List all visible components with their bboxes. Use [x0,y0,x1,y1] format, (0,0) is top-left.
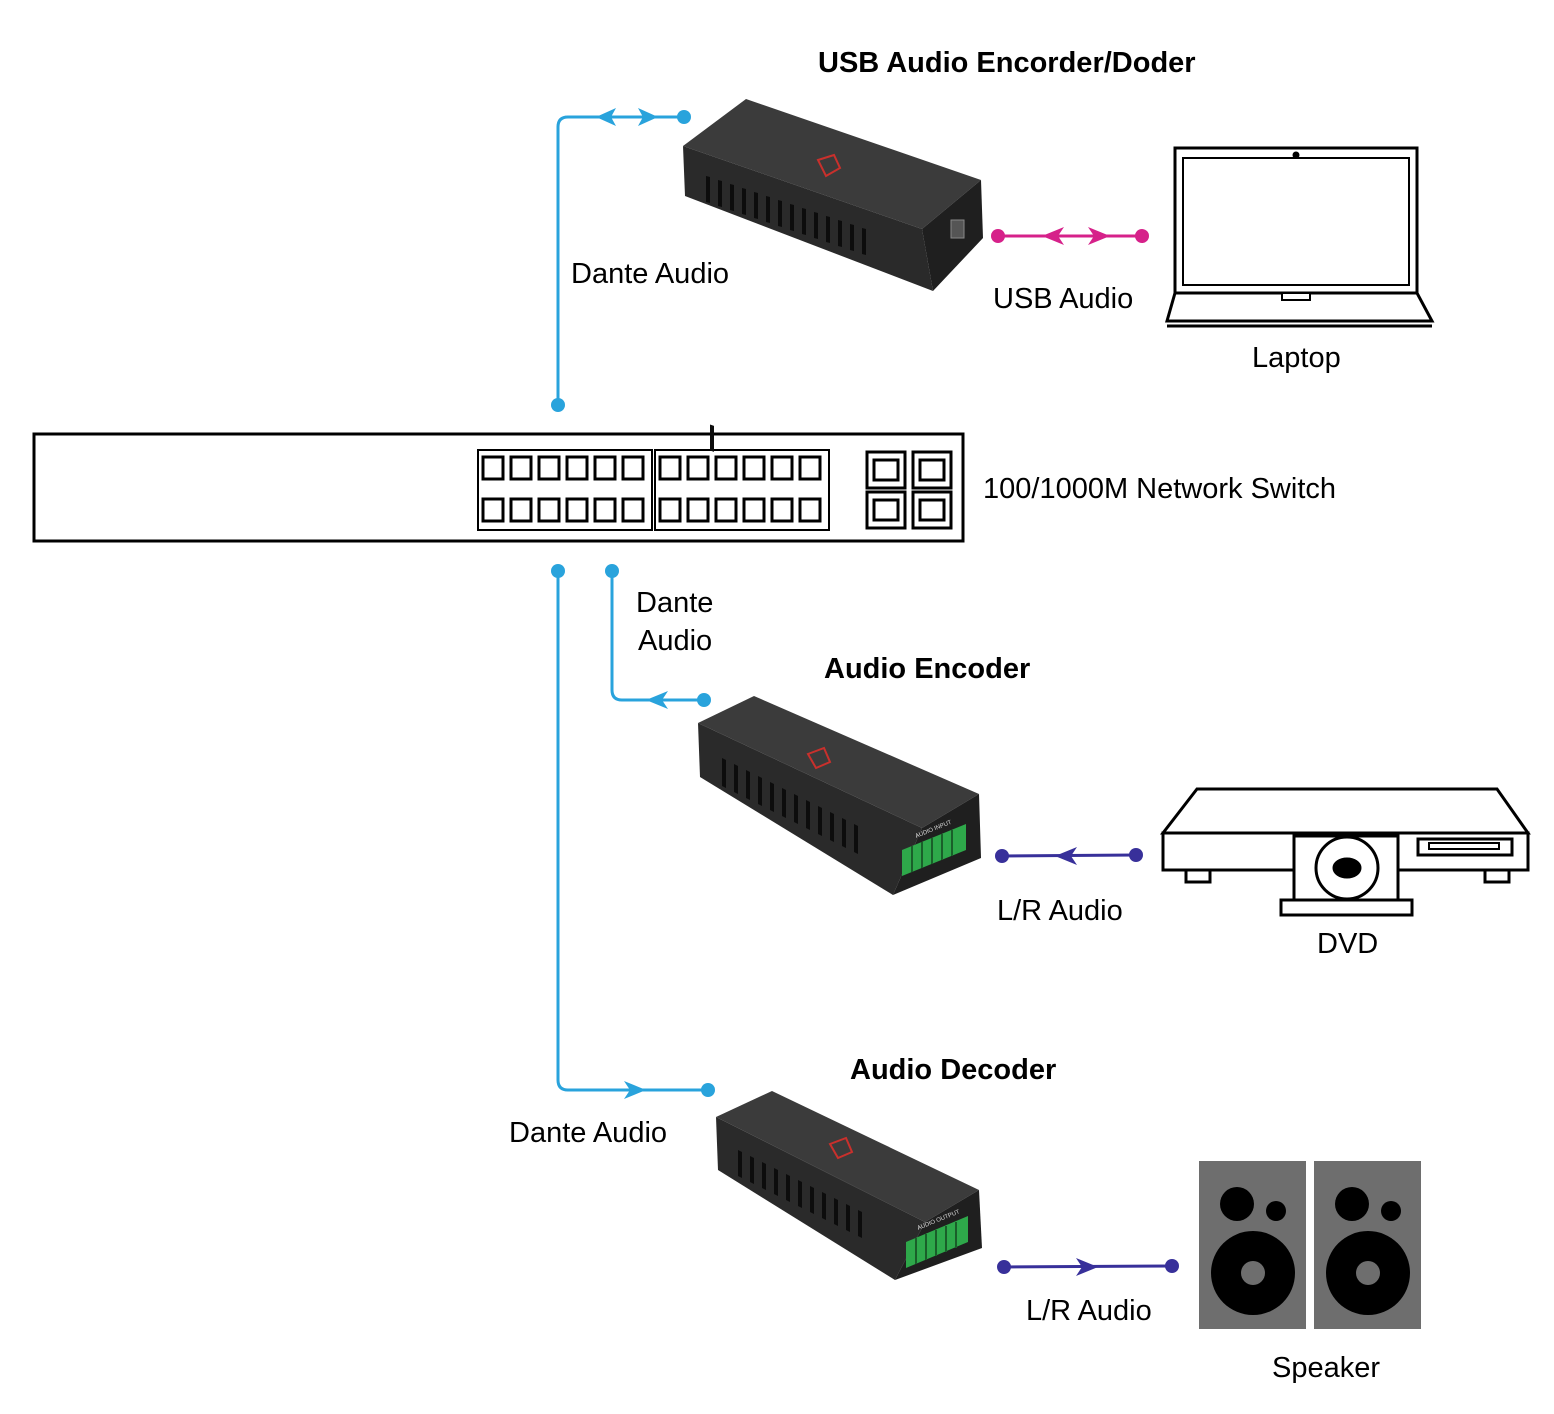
decoder-logo [828,1136,854,1160]
audio-decoder-device: AUDIO OUTPUT [716,1091,982,1280]
usb-audio-link [991,227,1149,245]
mid-dante-label-line2: Audio [638,625,713,657]
top-dante-endpoint-device [677,110,691,124]
bottom-dante-label: Dante Audio [509,1117,668,1149]
encoder-logo [806,746,832,770]
speaker-label: Speaker [1272,1352,1381,1384]
lr-out-label: L/R Audio [1026,1295,1152,1327]
laptop-icon [1165,146,1435,328]
top-dante-arrow-left [596,108,616,126]
top-dante-arrow-right [638,108,658,126]
audio-encoder-device: AUDIO INPUT [698,696,981,895]
decoder-title: Audio Decoder [850,1054,1057,1086]
switch-port-block-2 [654,449,830,531]
speaker-right-icon [1314,1161,1421,1329]
bottom-dante-link [551,564,715,1099]
usb-codec-title: USB Audio Encorder/Doder [818,47,1196,79]
usb-codec-device [683,99,983,452]
switch-sfp-ports [865,450,953,530]
encoder-terminal-block [902,824,966,876]
top-dante-endpoint-switch [551,398,565,412]
speaker-left-icon [1199,1161,1306,1329]
mid-dante-link [605,564,711,709]
laptop-label: Laptop [1252,342,1341,374]
mid-dante-label-line1: Dante [636,587,714,619]
top-dante-link [556,115,684,405]
usb-audio-label: USB Audio [993,283,1134,315]
switch-port-block-1 [477,449,653,531]
lr-audio-in-link [995,847,1143,865]
usb-codec-logo [816,153,842,178]
top-dante-label: Dante Audio [571,258,730,290]
encoder-title: Audio Encoder [824,653,1031,685]
usb-codec-vents [710,424,714,452]
dvd-player-icon [1159,787,1531,917]
switch-label: 100/1000M Network Switch [983,473,1336,505]
network-switch [32,432,965,543]
lr-in-label: L/R Audio [997,895,1123,927]
dvd-label: DVD [1317,928,1379,960]
lr-audio-out-link [997,1258,1179,1276]
